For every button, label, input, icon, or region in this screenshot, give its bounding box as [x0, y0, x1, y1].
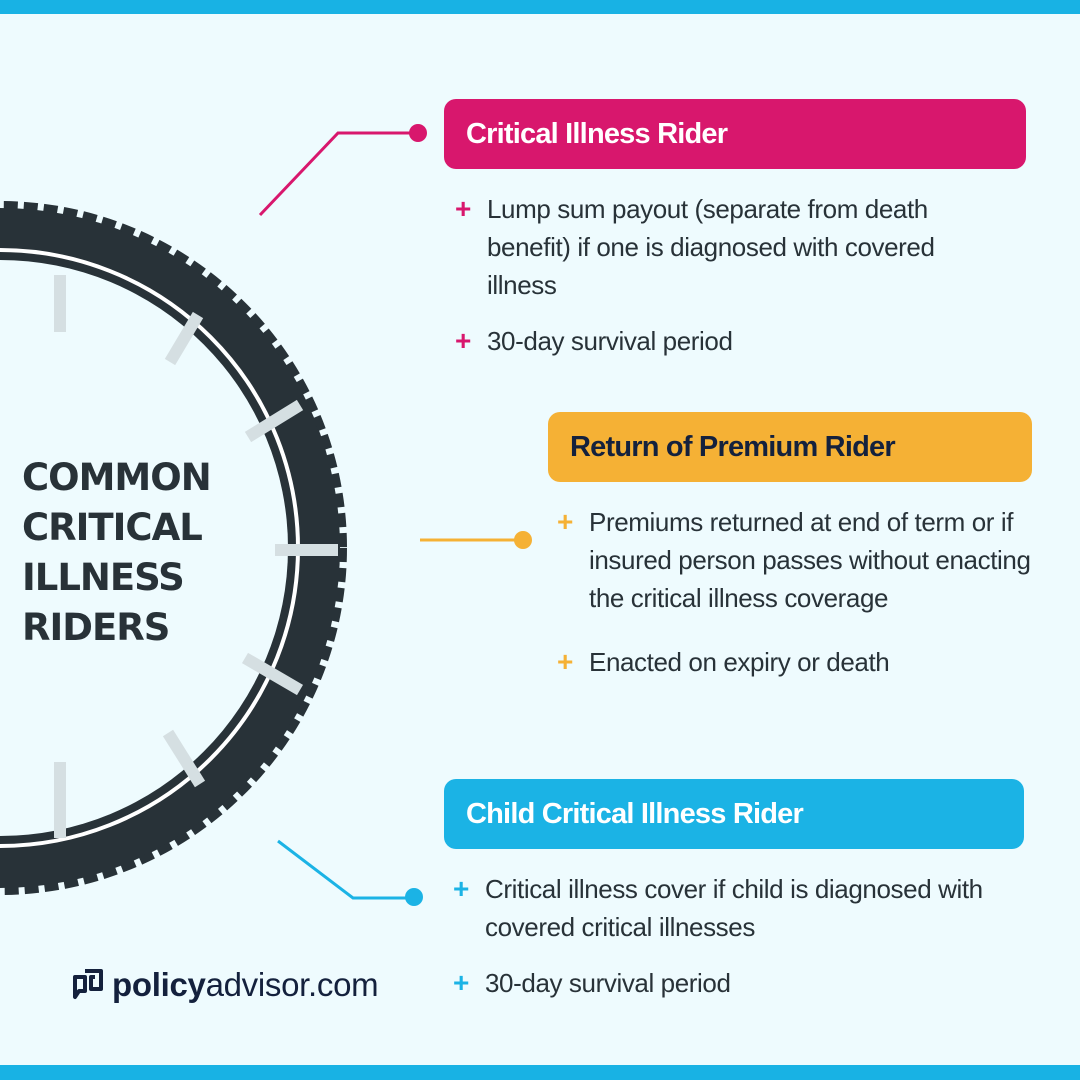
plus-icon: + [453, 873, 469, 904]
brand-regular: advisor.com [205, 966, 379, 1003]
rider-name: Child Critical Illness Rider [466, 797, 804, 830]
top-band [0, 0, 1080, 14]
plus-icon: + [455, 325, 471, 356]
rider-header-child-critical-illness: Child Critical Illness Rider [444, 779, 1024, 849]
plus-icon: + [453, 967, 469, 998]
title-line: COMMON [22, 456, 212, 499]
spacer [453, 946, 1013, 964]
brand-bold: policy [112, 966, 206, 1003]
plus-icon: + [455, 193, 471, 224]
policyadvisor-logo-icon [73, 969, 103, 999]
list-item: +30-day survival period [453, 964, 1013, 1002]
rider-name: Critical Illness Rider [466, 117, 728, 150]
rider-header-critical-illness: Critical Illness Rider [444, 99, 1026, 169]
bottom-band [0, 1065, 1080, 1080]
rider-name: Return of Premium Rider [570, 430, 896, 463]
connector-blue [277, 839, 423, 906]
title-line: ILLNESS [22, 556, 185, 599]
rider-bullets-child-critical-illness: +Critical illness cover if child is diag… [453, 870, 1013, 1002]
dial-ticks [54, 275, 338, 838]
list-item: +Lump sum payout (separate from death be… [455, 190, 995, 304]
spacer [455, 304, 995, 322]
list-item: +Critical illness cover if child is diag… [453, 870, 1013, 946]
list-item: +Premiums returned at end of term or if … [557, 503, 1047, 617]
spacer [557, 617, 1047, 643]
plus-icon: + [557, 506, 573, 537]
connector-orange [420, 531, 532, 549]
rider-bullets-return-of-premium: +Premiums returned at end of term or if … [557, 503, 1047, 681]
rider-bullets-critical-illness: +Lump sum payout (separate from death be… [455, 190, 995, 360]
plus-icon: + [557, 646, 573, 677]
title-line: RIDERS [22, 606, 170, 649]
page-title: COMMON CRITICAL ILLNESS RIDERS [22, 453, 212, 653]
list-item: +30-day survival period [455, 322, 995, 360]
list-item: +Enacted on expiry or death [557, 643, 1047, 681]
rider-header-return-of-premium: Return of Premium Rider [548, 412, 1032, 482]
connector-pink [258, 124, 427, 217]
title-line: CRITICAL [22, 506, 203, 549]
